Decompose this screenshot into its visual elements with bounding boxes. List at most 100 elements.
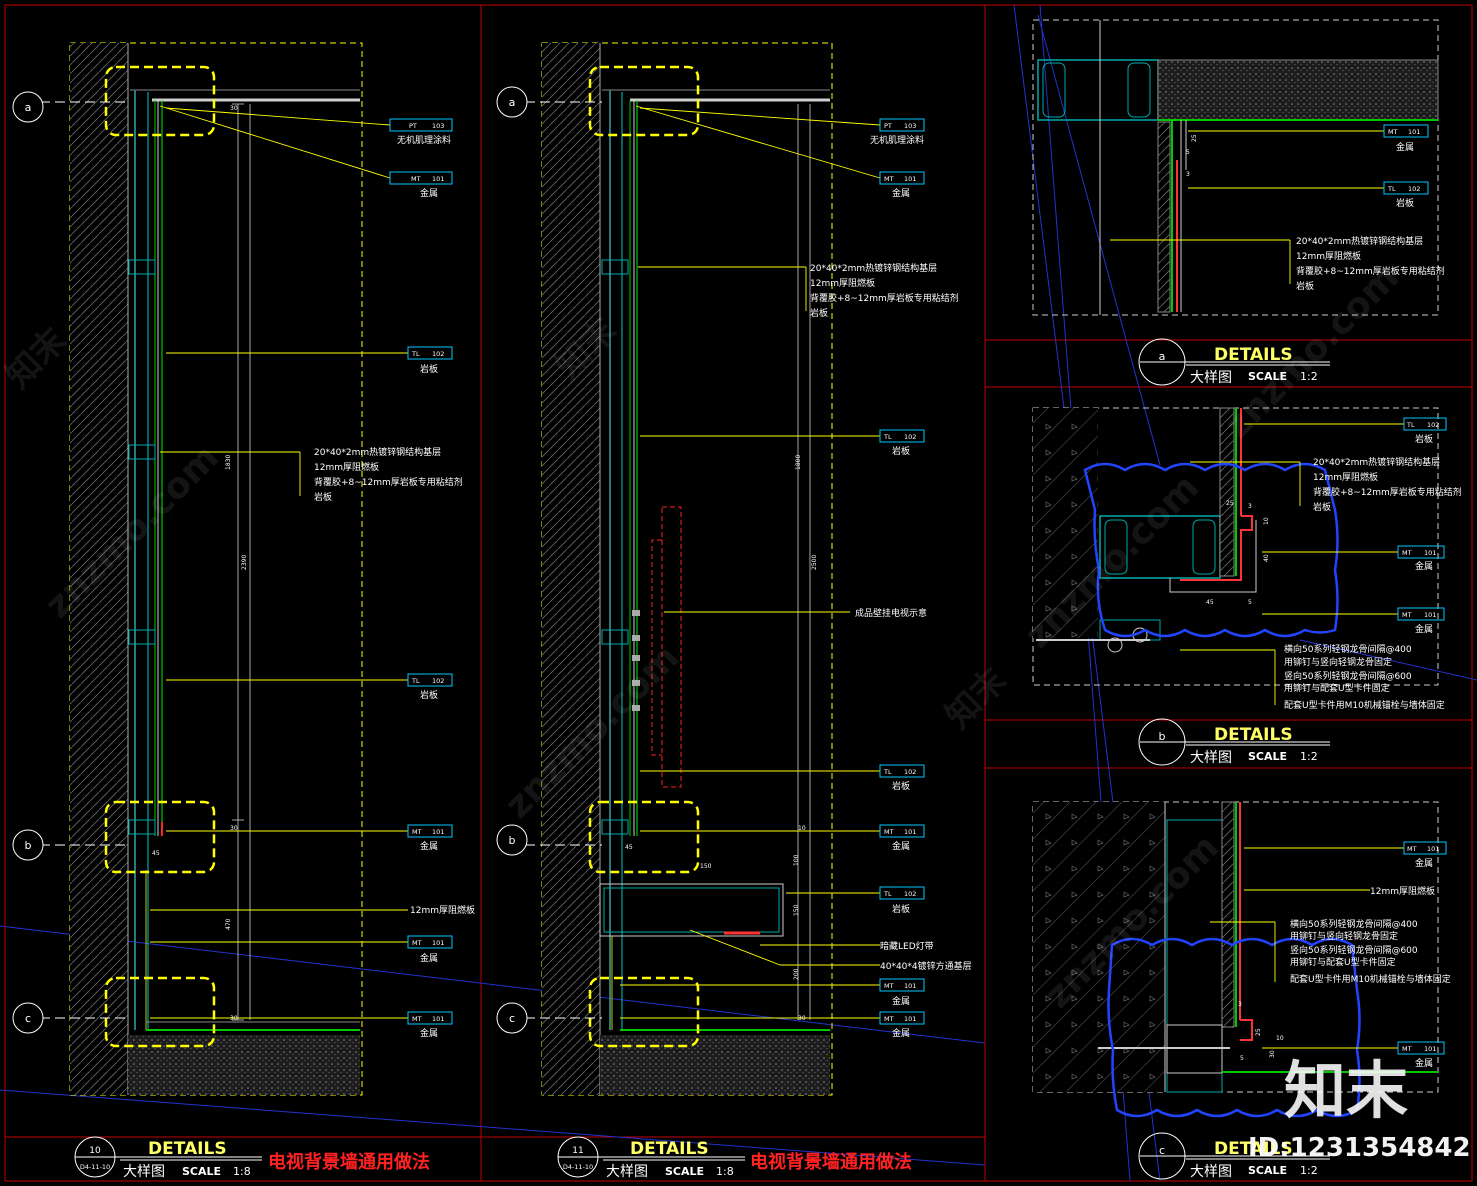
sheet-guides	[0, 4, 1477, 1182]
title-block-10: 10 D4-11-10 DETAILS 大样图 SCALE 1:8 电视背景墙通…	[74, 1136, 430, 1180]
svg-text:470: 470	[225, 918, 232, 930]
svg-text:MT: MT	[1402, 549, 1412, 557]
svg-text:101: 101	[904, 175, 916, 183]
svg-text:SCALE: SCALE	[665, 1165, 704, 1178]
svg-text:102: 102	[1408, 185, 1420, 193]
note-board-10b: 12mm厚阻燃板	[410, 904, 475, 916]
note-stone-11c: 岩板	[892, 780, 910, 792]
svg-text:大样图: 大样图	[606, 1164, 648, 1180]
svg-text:MT: MT	[884, 982, 894, 990]
svg-text:30: 30	[230, 1015, 238, 1022]
svg-text:30: 30	[798, 1015, 806, 1022]
svg-text:大样图: 大样图	[123, 1164, 165, 1180]
svg-text:200: 200	[793, 968, 800, 980]
note-keelh-c: 横向50系列轻钢龙骨间隔@400	[1290, 918, 1418, 930]
svg-text:25: 25	[1255, 1028, 1262, 1036]
detail-a-section	[1032, 19, 1439, 316]
svg-text:101: 101	[904, 982, 916, 990]
svg-text:3: 3	[1248, 503, 1252, 510]
note-ucard-c: 配套U型卡件用M10机械锚栓与墙体固定	[1290, 973, 1451, 985]
brand-watermark-id: ID:1231354842	[1248, 1133, 1471, 1163]
note-stone-10b: 岩板	[314, 491, 332, 503]
note-stone-11a: 岩板	[810, 307, 828, 319]
svg-text:102: 102	[904, 433, 916, 441]
note-glue-11: 背覆胶+8~12mm厚岩板专用粘结剂	[810, 292, 959, 304]
svg-text:大样图: 大样图	[1190, 370, 1232, 386]
note-glue-b: 背覆胶+8~12mm厚岩板专用粘结剂	[1313, 486, 1462, 498]
svg-text:1800: 1800	[795, 455, 802, 470]
svg-text:30: 30	[1269, 1050, 1276, 1058]
title-block-a: a DETAILS 大样图 SCALE 1:2	[1138, 338, 1330, 386]
svg-text:150: 150	[700, 863, 712, 870]
svg-text:101: 101	[1408, 128, 1420, 136]
svg-text:MT: MT	[884, 1015, 894, 1023]
svg-text:1:8: 1:8	[716, 1165, 734, 1178]
title-block-11: 11 D4-11-10 DETAILS 大样图 SCALE 1:8 电视背景墙通…	[557, 1136, 912, 1180]
svg-text:10: 10	[1276, 1035, 1284, 1042]
svg-text:DETAILS: DETAILS	[1214, 725, 1293, 745]
svg-text:10: 10	[89, 1146, 101, 1156]
sheet-frames	[4, 4, 1473, 1182]
note-glue-10: 背覆胶+8~12mm厚岩板专用粘结剂	[314, 476, 463, 488]
svg-text:103: 103	[432, 122, 444, 130]
svg-text:25: 25	[1226, 500, 1234, 507]
note-metal-10c: 金属	[420, 952, 438, 964]
note-metal-10b: 金属	[420, 840, 438, 852]
svg-text:1:2: 1:2	[1300, 370, 1318, 383]
svg-text:102: 102	[432, 350, 444, 358]
note-led-11: 暗藏LED灯带	[880, 940, 934, 952]
svg-text:c: c	[1159, 1144, 1165, 1157]
note-metal-11d: 金属	[892, 1027, 910, 1039]
axis-marker-c-2: c	[509, 1012, 515, 1025]
title-block-b: b DETAILS 大样图 SCALE 1:2	[1138, 718, 1330, 766]
note-paint-11: 无机肌理涂料	[870, 134, 924, 146]
svg-text:102: 102	[904, 890, 916, 898]
svg-text:TL: TL	[411, 350, 420, 358]
svg-text:a: a	[1159, 350, 1166, 363]
svg-text:SCALE: SCALE	[1248, 750, 1287, 763]
svg-text:b: b	[1159, 730, 1166, 743]
svg-text:DETAILS: DETAILS	[1214, 345, 1293, 365]
dimension-labels: 30 1830 2390 30 470 30 45 45 150 1800 25…	[152, 105, 1284, 1062]
svg-text:101: 101	[1424, 549, 1436, 557]
svg-text:DETAILS: DETAILS	[630, 1139, 709, 1159]
axis-marker-b-2: b	[509, 834, 516, 847]
svg-text:5: 5	[1186, 149, 1190, 156]
detail-11-section	[541, 42, 881, 1096]
note-tv-11: 成品壁挂电视示意	[855, 607, 927, 619]
note-board-10: 12mm厚阻燃板	[314, 461, 379, 473]
note-metal-c: 金属	[1415, 857, 1433, 869]
note-stone-10a: 岩板	[420, 363, 438, 375]
note-keelv-b: 竖向50系列轻钢龙骨间隔@600	[1284, 670, 1412, 682]
svg-text:30: 30	[230, 105, 238, 112]
svg-text:30: 30	[230, 825, 238, 832]
svg-text:电视背景墙通用做法: 电视背景墙通用做法	[750, 1151, 912, 1173]
axis-markers: a b c a b c	[12, 86, 602, 1034]
svg-text:DETAILS: DETAILS	[1214, 1139, 1293, 1159]
svg-text:PT: PT	[884, 122, 892, 130]
svg-text:40: 40	[1263, 554, 1270, 562]
note-steel-11: 20*40*2mm热镀锌钢结构基层	[810, 262, 937, 274]
note-keelv2-b: 用铆钉与配套U型卡件固定	[1284, 682, 1390, 694]
svg-text:101: 101	[432, 1015, 444, 1023]
axis-marker-b-1: b	[25, 839, 32, 852]
svg-text:101: 101	[1427, 845, 1439, 853]
svg-text:5: 5	[1240, 1055, 1244, 1062]
detail-10-section	[69, 42, 408, 1096]
note-metal-a: 金属	[1396, 141, 1414, 153]
svg-text:10: 10	[798, 825, 806, 832]
svg-text:SCALE: SCALE	[182, 1165, 221, 1178]
svg-text:SCALE: SCALE	[1248, 1164, 1287, 1177]
svg-text:MT: MT	[1402, 1045, 1412, 1053]
svg-text:3: 3	[1238, 1001, 1242, 1008]
svg-text:45: 45	[152, 850, 160, 857]
note-keelv2-c: 用铆钉与配套U型卡件固定	[1290, 956, 1396, 968]
svg-text:MT: MT	[1388, 128, 1398, 136]
svg-text:11: 11	[572, 1146, 583, 1156]
note-keelv-c: 竖向50系列轻钢龙骨间隔@600	[1290, 944, 1418, 956]
title-block-c: c DETAILS 大样图 SCALE 1:2	[1138, 1132, 1330, 1180]
svg-text:MT: MT	[884, 828, 894, 836]
svg-text:103: 103	[904, 122, 916, 130]
